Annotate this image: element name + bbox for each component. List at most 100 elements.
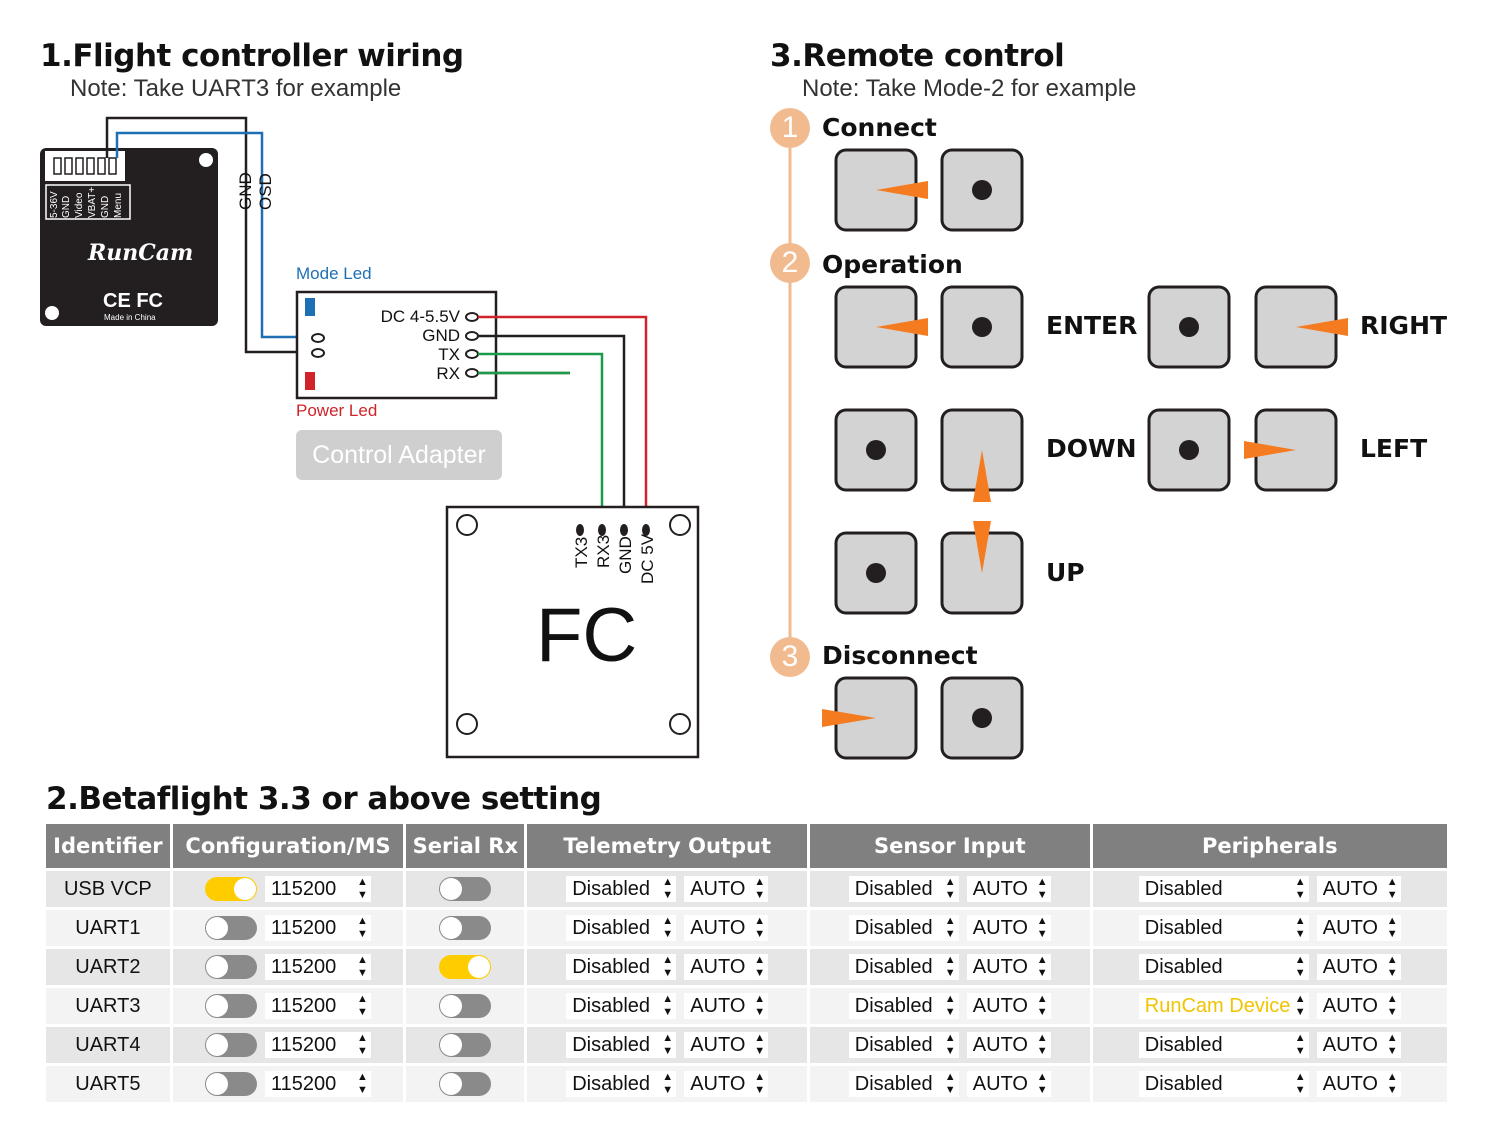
peripheral-baud-select[interactable]: AUTO▲▼ xyxy=(1316,1071,1401,1097)
telemetry-select[interactable]: Disabled▲▼ xyxy=(566,993,677,1019)
telemetry-select[interactable]: Disabled▲▼ xyxy=(566,915,677,941)
peripheral-select[interactable]: Disabled▲▼ xyxy=(1138,1032,1309,1058)
cert-marks: CE FC xyxy=(103,290,163,312)
step-3-badge: 3 xyxy=(770,637,810,677)
label-right: RIGHT xyxy=(1360,311,1448,340)
msp-toggle[interactable] xyxy=(205,955,257,979)
baud-select[interactable]: 115200▲▼ xyxy=(265,876,371,902)
serial-rx-toggle[interactable] xyxy=(439,955,492,979)
header-identifier: Identifier xyxy=(46,824,170,868)
sensor-baud-select[interactable]: AUTO▲▼ xyxy=(966,954,1051,980)
sensor-select[interactable]: Disabled▲▼ xyxy=(848,1032,959,1058)
sensor-baud-select[interactable]: AUTO▲▼ xyxy=(966,915,1051,941)
stick-diagrams xyxy=(822,148,1348,760)
power-led xyxy=(305,372,315,390)
msp-toggle[interactable] xyxy=(205,994,257,1018)
adapter-pin-rx: RX xyxy=(436,364,460,383)
msp-toggle[interactable] xyxy=(205,1072,257,1096)
telemetry-baud-select[interactable]: AUTO▲▼ xyxy=(684,876,769,902)
baud-select[interactable]: 115200▲▼ xyxy=(265,1032,371,1058)
baud-select[interactable]: 115200▲▼ xyxy=(265,1071,371,1097)
peripheral-baud-select[interactable]: AUTO▲▼ xyxy=(1316,876,1401,902)
baud-select[interactable]: 115200▲▼ xyxy=(265,954,371,980)
peripheral-select[interactable]: Disabled▲▼ xyxy=(1138,1071,1309,1097)
baud-select[interactable]: 115200▲▼ xyxy=(265,993,371,1019)
telemetry-baud-select[interactable]: AUTO▲▼ xyxy=(684,993,769,1019)
label-up: UP xyxy=(1046,558,1085,587)
serial-rx-toggle[interactable] xyxy=(439,877,492,901)
step-1-name: Connect xyxy=(822,113,937,142)
down-arrow xyxy=(973,450,991,502)
label-down: DOWN xyxy=(1046,434,1137,463)
wiring-diagram xyxy=(40,116,792,759)
made-in: Made in China xyxy=(104,313,156,322)
serial-rx-toggle[interactable] xyxy=(439,1072,492,1096)
telemetry-select[interactable]: Disabled▲▼ xyxy=(566,876,677,902)
label-enter: ENTER xyxy=(1046,311,1138,340)
peripheral-select[interactable]: RunCam Device▲▼ xyxy=(1138,993,1309,1019)
adapter-pin-gnd: GND xyxy=(422,326,460,345)
header-peripherals: Peripherals xyxy=(1092,824,1447,868)
sensor-baud-select[interactable]: AUTO▲▼ xyxy=(966,1032,1051,1058)
sensor-select[interactable]: Disabled▲▼ xyxy=(848,954,959,980)
msp-toggle[interactable] xyxy=(205,877,257,901)
serial-rx-toggle[interactable] xyxy=(439,916,492,940)
fc-board xyxy=(445,505,700,759)
telemetry-baud-select[interactable]: AUTO▲▼ xyxy=(684,954,769,980)
sensor-select[interactable]: Disabled▲▼ xyxy=(848,876,959,902)
up-arrow xyxy=(973,521,991,573)
left-arrow xyxy=(1244,441,1296,459)
ports-table: Identifier Configuration/MS Serial Rx Te… xyxy=(43,821,1450,1105)
camera-connector xyxy=(43,149,127,183)
telemetry-baud-select[interactable]: AUTO▲▼ xyxy=(684,1032,769,1058)
msp-toggle[interactable] xyxy=(205,1033,257,1057)
adapter-pads xyxy=(311,312,479,378)
step-1-badge: 1 xyxy=(770,108,810,148)
sensor-select[interactable]: Disabled▲▼ xyxy=(848,1071,959,1097)
serial-rx-toggle[interactable] xyxy=(439,1033,492,1057)
adapter-box xyxy=(295,290,498,400)
peripheral-select[interactable]: Disabled▲▼ xyxy=(1138,954,1309,980)
table-row: UART2 115200▲▼ Disabled▲▼ AUTO▲▼ Disabled▲▼ A… xyxy=(46,949,1447,985)
section3-title: 3.Remote control xyxy=(770,38,1065,74)
telemetry-select[interactable]: Disabled▲▼ xyxy=(566,954,677,980)
connector-pins xyxy=(53,157,117,175)
section1-note: Note: Take UART3 for example xyxy=(70,75,402,102)
telemetry-baud-select[interactable]: AUTO▲▼ xyxy=(684,915,769,941)
peripheral-baud-select[interactable]: AUTO▲▼ xyxy=(1316,993,1401,1019)
section3-note: Note: Take Mode-2 for example xyxy=(802,75,1137,102)
port-identifier: UART5 xyxy=(46,1066,170,1102)
sensor-baud-select[interactable]: AUTO▲▼ xyxy=(966,1071,1051,1097)
port-identifier: UART2 xyxy=(46,949,170,985)
tx-wire xyxy=(478,352,604,530)
step-2-badge: 2 xyxy=(770,243,810,283)
step-3-name: Disconnect xyxy=(822,641,978,670)
telemetry-select[interactable]: Disabled▲▼ xyxy=(566,1071,677,1097)
adapter-pin-dc: DC 4-5.5V xyxy=(380,307,460,326)
sensor-baud-select[interactable]: AUTO▲▼ xyxy=(966,876,1051,902)
peripheral-baud-select[interactable]: AUTO▲▼ xyxy=(1316,954,1401,980)
fc-pads xyxy=(576,524,650,536)
connect-right-dot xyxy=(972,180,992,200)
baud-select[interactable]: 115200▲▼ xyxy=(265,915,371,941)
telemetry-baud-select[interactable]: AUTO▲▼ xyxy=(684,1071,769,1097)
right-arrow xyxy=(1296,318,1348,336)
serial-rx-toggle[interactable] xyxy=(439,994,492,1018)
peripheral-select[interactable]: Disabled▲▼ xyxy=(1138,876,1309,902)
peripheral-select[interactable]: Disabled▲▼ xyxy=(1138,915,1309,941)
sensor-baud-select[interactable]: AUTO▲▼ xyxy=(966,993,1051,1019)
peripheral-baud-select[interactable]: AUTO▲▼ xyxy=(1316,915,1401,941)
telemetry-select[interactable]: Disabled▲▼ xyxy=(566,1032,677,1058)
osd-wire xyxy=(115,131,318,339)
disconnect-left-arrow xyxy=(822,709,876,727)
gnd-wire xyxy=(105,116,318,354)
sensor-select[interactable]: Disabled▲▼ xyxy=(848,993,959,1019)
control-adapter-label: Control Adapter xyxy=(296,430,502,480)
peripheral-baud-select[interactable]: AUTO▲▼ xyxy=(1316,1032,1401,1058)
fc-label: FC xyxy=(536,593,638,678)
msp-toggle[interactable] xyxy=(205,916,257,940)
sensor-select[interactable]: Disabled▲▼ xyxy=(848,915,959,941)
